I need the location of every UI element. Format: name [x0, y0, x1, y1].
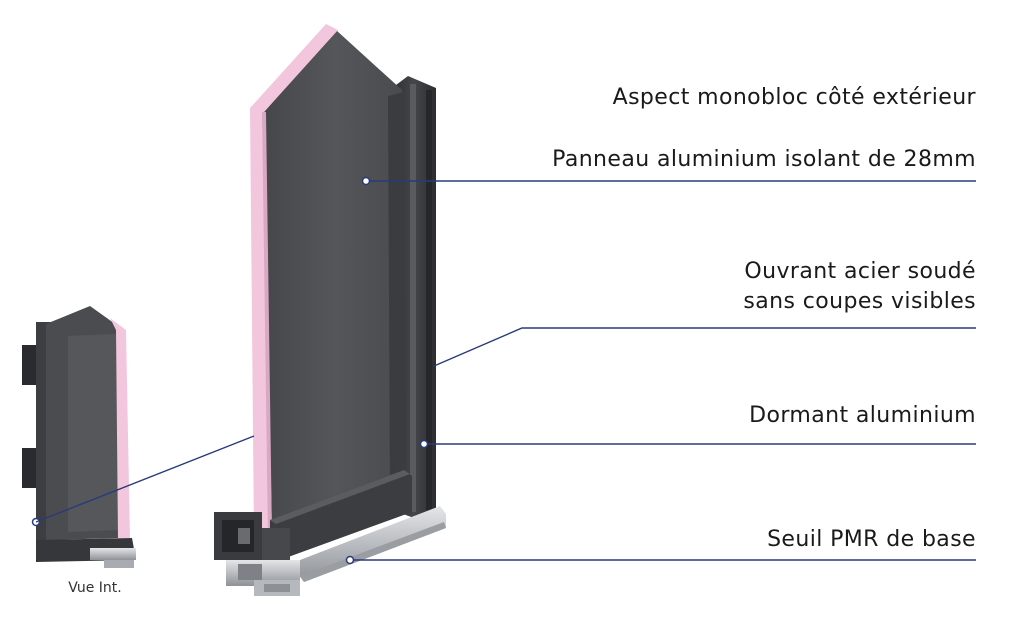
interior-view-caption: Vue Int. [68, 580, 122, 596]
callout-aspect-monobloc: Aspect monobloc côté extérieur [612, 85, 976, 110]
leader-ouvrant [433, 327, 976, 367]
insulation-edge-shadow [262, 112, 272, 538]
interior-bottom-silver [90, 548, 136, 560]
leader-dot-dormant [419, 439, 429, 449]
interior-panel-recess [68, 334, 118, 532]
leader-dot-seuil [345, 555, 355, 565]
insulation-edge [250, 24, 338, 540]
callout-ouvrant-line2: sans coupes visibles [743, 289, 976, 314]
door-section-illustration [214, 24, 446, 596]
callout-ouvrant-line1: Ouvrant acier soudé [744, 259, 976, 284]
profile-block-lower-cut [264, 584, 290, 592]
leader-dot-panneau [361, 176, 371, 186]
dormant-frame-edge [426, 90, 432, 510]
profile-block-mid [238, 528, 250, 544]
main-panel [264, 30, 404, 538]
profile-block-silver-cut [238, 564, 262, 580]
ouvrant-bottom-rail-top [270, 470, 410, 524]
profile-block-right [262, 528, 290, 560]
leader-interior [35, 435, 255, 523]
ouvrant-bottom-rail [270, 470, 412, 560]
interior-frame-clip-2 [22, 448, 36, 488]
interior-view-illustration [22, 306, 136, 568]
interior-insulation-edge [110, 318, 130, 540]
callout-panneau-aluminium: Panneau aluminium isolant de 28mm [552, 147, 976, 172]
main-panel-inner-stripe [388, 92, 406, 498]
threshold-lip [300, 522, 446, 582]
callout-dormant-aluminium: Dormant aluminium [749, 403, 976, 428]
interior-frame-clip-1 [22, 345, 36, 385]
interior-bottom-silver-2 [104, 560, 134, 568]
callout-seuil-pmr: Seuil PMR de base [767, 527, 976, 552]
dormant-frame-highlight [410, 84, 416, 512]
leader-lines [35, 180, 976, 561]
